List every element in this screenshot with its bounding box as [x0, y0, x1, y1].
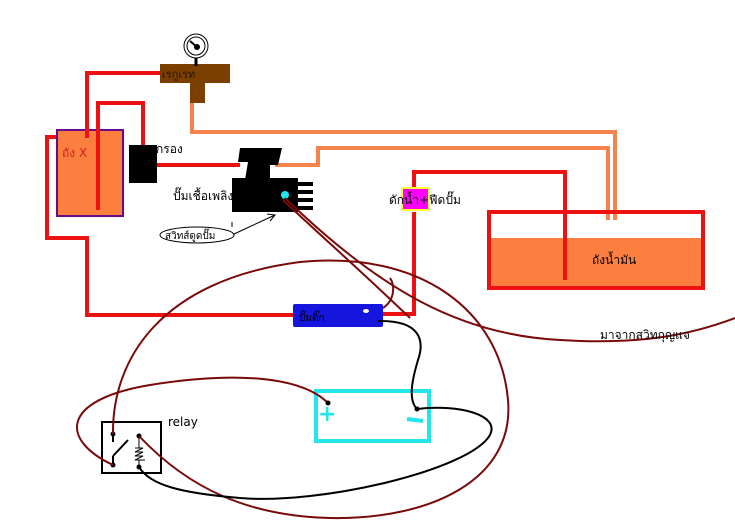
- wire-relay-to-battery-plus: [75, 376, 329, 466]
- relay-coil-icon: [134, 436, 145, 467]
- relay: [101, 421, 162, 474]
- wire-liftpump-hook: [382, 277, 395, 309]
- filter-label: กรอง: [156, 142, 183, 156]
- water-trap: [401, 187, 430, 211]
- lift-pump: ปั๊มติ๊ก: [293, 304, 383, 327]
- regulator-label: เรกูเรท: [162, 68, 195, 81]
- fuel-line-tankx-bottom: [45, 135, 295, 317]
- wire-pump-to-trap: [282, 199, 411, 319]
- fuel-tank-outline: [487, 210, 705, 290]
- wire-ground-relay: [138, 406, 493, 500]
- battery-minus-label: [406, 417, 424, 423]
- relay-label: relay: [168, 415, 198, 429]
- pump-switch-callout: [159, 226, 235, 244]
- tank-x: ถัง X: [56, 129, 124, 217]
- filter: [129, 145, 157, 183]
- callout-arrow: [233, 214, 276, 235]
- wire-loop-big: [111, 259, 510, 520]
- fuel-pump-label: ปั๊มเชื้อเพลิง: [173, 187, 233, 203]
- pump-switch-label: สวิทส์ดูดปั๊ม: [165, 228, 215, 242]
- fuel-pump: [232, 148, 313, 212]
- fuel-tank-fuel-level: [489, 238, 703, 288]
- battery: +: [314, 389, 431, 443]
- pressure-gauge-icon: [183, 33, 209, 66]
- tank-x-label: ถัง X: [62, 146, 87, 160]
- battery-plus-label: +: [318, 402, 336, 427]
- water-trap-label: ดักน้ำ+ฟีดปั๊ม: [389, 191, 461, 207]
- fuel-tank: ถังน้ำมัน: [487, 210, 705, 290]
- from-ignition-label: มาจากสวิทกุญแจ: [600, 328, 690, 343]
- pump-sensor-icon: [281, 191, 289, 199]
- regulator: เรกูเรท: [160, 64, 230, 103]
- return-line-regulator: [190, 95, 617, 220]
- wire-ground-liftpump: [377, 319, 422, 410]
- return-line-pump: [275, 146, 610, 220]
- fuel-line-liftpump-to-trap: [383, 212, 416, 316]
- fuel-tank-label: ถังน้ำมัน: [592, 251, 636, 267]
- lift-pump-label: ปั๊มติ๊ก: [299, 310, 325, 324]
